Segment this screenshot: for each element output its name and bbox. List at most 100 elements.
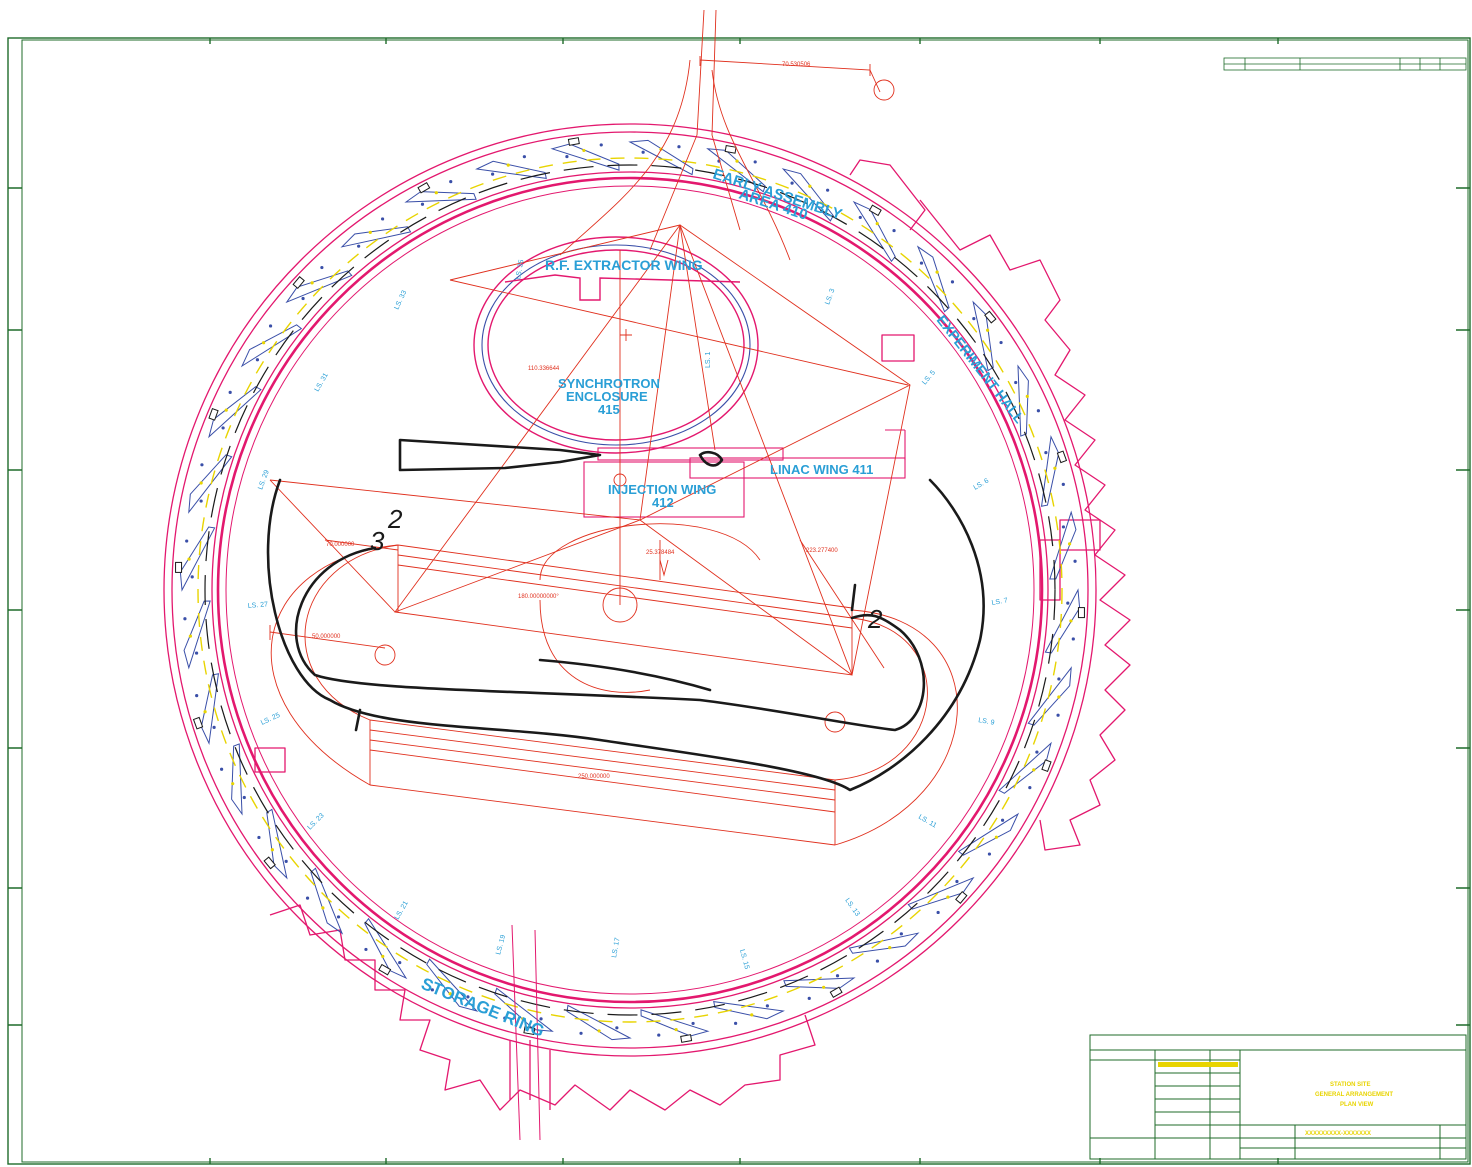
sector-label: LS. 19 <box>495 934 507 955</box>
lattice-dot <box>753 160 757 164</box>
storage-ring-lattice <box>175 137 1085 1043</box>
lattice-dot <box>1066 601 1070 605</box>
lattice-dot <box>994 835 998 839</box>
lattice-dot <box>1056 713 1060 717</box>
lattice-dot <box>368 230 372 234</box>
lattice-dot <box>858 215 862 220</box>
lattice-dot <box>539 1017 543 1021</box>
lattice-dot <box>224 408 228 412</box>
title-highlight <box>1158 1062 1238 1067</box>
magnet-block <box>1077 607 1085 619</box>
lattice-dot <box>808 184 812 188</box>
lattice-blade <box>957 812 1020 856</box>
hand-markup <box>266 438 985 792</box>
markup-mark-2: 2 <box>867 604 883 634</box>
lattice-dot <box>946 895 950 899</box>
lattice-dot <box>1025 394 1029 398</box>
label-enclosure: ENCLOSURE <box>566 389 648 404</box>
magnet-block <box>523 1026 536 1036</box>
lattice-dot <box>185 539 189 543</box>
lattice-blade <box>231 743 243 816</box>
lattice-dot <box>1057 677 1061 681</box>
lattice-blade <box>310 867 344 935</box>
lattice-blade <box>640 1009 710 1037</box>
lattice-dot <box>790 181 794 185</box>
magnet-block <box>263 856 276 870</box>
magnet-block <box>868 204 882 217</box>
lattice-dot <box>1069 619 1073 623</box>
lattice-blade <box>179 526 216 592</box>
title-block: STATION SITE GENERAL ARRANGEMENT PLAN VI… <box>1089 1034 1467 1160</box>
sector-label: LS. 9 <box>978 717 995 727</box>
lattice-dot <box>228 390 232 394</box>
lattice-blade <box>1049 510 1077 580</box>
lattice-dot <box>188 634 193 638</box>
lattice-dot <box>221 426 225 430</box>
magnet-block <box>567 137 580 146</box>
label-rf-extractor: R.F. EXTRACTOR WING <box>545 257 703 273</box>
lattice-dot <box>1071 637 1075 641</box>
lattice-dot <box>875 959 880 963</box>
lattice-dot <box>657 1033 661 1037</box>
lattice-dot <box>1057 695 1061 699</box>
magnet-block <box>1056 450 1068 464</box>
area-labels: EARLY ASSEMBLY AREA 410 R.F. EXTRACTOR W… <box>419 166 1028 1041</box>
lattice-dot <box>183 617 187 621</box>
lattice-dot <box>615 1026 619 1030</box>
lattice-dot <box>231 782 235 786</box>
lattice-dot <box>199 481 203 485</box>
lattice-dot <box>434 191 438 195</box>
sector-label: LS. 11 <box>917 814 938 830</box>
lattice-dot <box>380 217 385 221</box>
lattice-dot <box>336 915 341 919</box>
lattice-blade <box>208 386 262 439</box>
lattice-blade <box>916 245 950 313</box>
lattice-blade <box>848 932 920 954</box>
lattice-dot <box>320 265 324 270</box>
sector-label: LS. 13 <box>843 897 860 918</box>
magnet-block <box>208 408 219 421</box>
lattice-dot <box>321 906 325 910</box>
drawing-frame <box>7 37 1471 1165</box>
lattice-blade <box>550 143 620 171</box>
lattice-dot <box>301 296 305 301</box>
magnet-block <box>417 181 431 194</box>
lattice-dot <box>936 910 940 915</box>
label-linac: LINAC WING 411 <box>770 462 873 477</box>
title-line-3: PLAN VIEW <box>1340 1102 1374 1108</box>
sector-labels: LS. 1 LS. 3 LS. 5 LS. 6 LS. 7 LS. 9 LS. … <box>248 259 1009 970</box>
sector-label: LS. 29 <box>257 469 271 491</box>
lattice-blade <box>783 977 856 989</box>
magnet-block <box>378 963 392 976</box>
lattice-dot <box>310 281 314 285</box>
lattice-dot <box>735 159 739 163</box>
lattice-blade <box>852 200 896 263</box>
magnet-block <box>175 561 183 573</box>
lattice-blade <box>404 191 477 203</box>
lattice-blade <box>266 808 288 880</box>
lattice-dot <box>398 960 402 965</box>
lattice-dot <box>826 188 830 192</box>
sector-label: LS. 1 <box>705 352 712 368</box>
construction-geometry <box>269 9 958 846</box>
lattice-dot <box>203 710 207 714</box>
lattice-dot <box>565 154 569 159</box>
markup-mark-3: 3 <box>370 526 385 556</box>
sector-label: LS. 33 <box>393 289 408 310</box>
lattice-dot <box>734 1021 738 1025</box>
lattice-dot <box>892 228 896 233</box>
lattice-dot <box>522 155 526 159</box>
lattice-dot <box>357 244 361 248</box>
lattice-dot <box>194 651 199 655</box>
dim-top: 70.530506 <box>782 62 811 68</box>
lattice-dot <box>199 499 203 503</box>
title-line-2: GENERAL ARRANGEMENT <box>1315 1092 1393 1098</box>
magnet-block <box>292 276 305 289</box>
lattice-dot <box>1073 559 1077 563</box>
magnet-block <box>984 310 997 324</box>
dim-angle: 180.00000000° <box>518 594 559 600</box>
sector-label: LS. 31 <box>314 372 330 393</box>
sector-label: LS. 6 <box>973 477 991 491</box>
lattice-blade <box>907 876 975 910</box>
